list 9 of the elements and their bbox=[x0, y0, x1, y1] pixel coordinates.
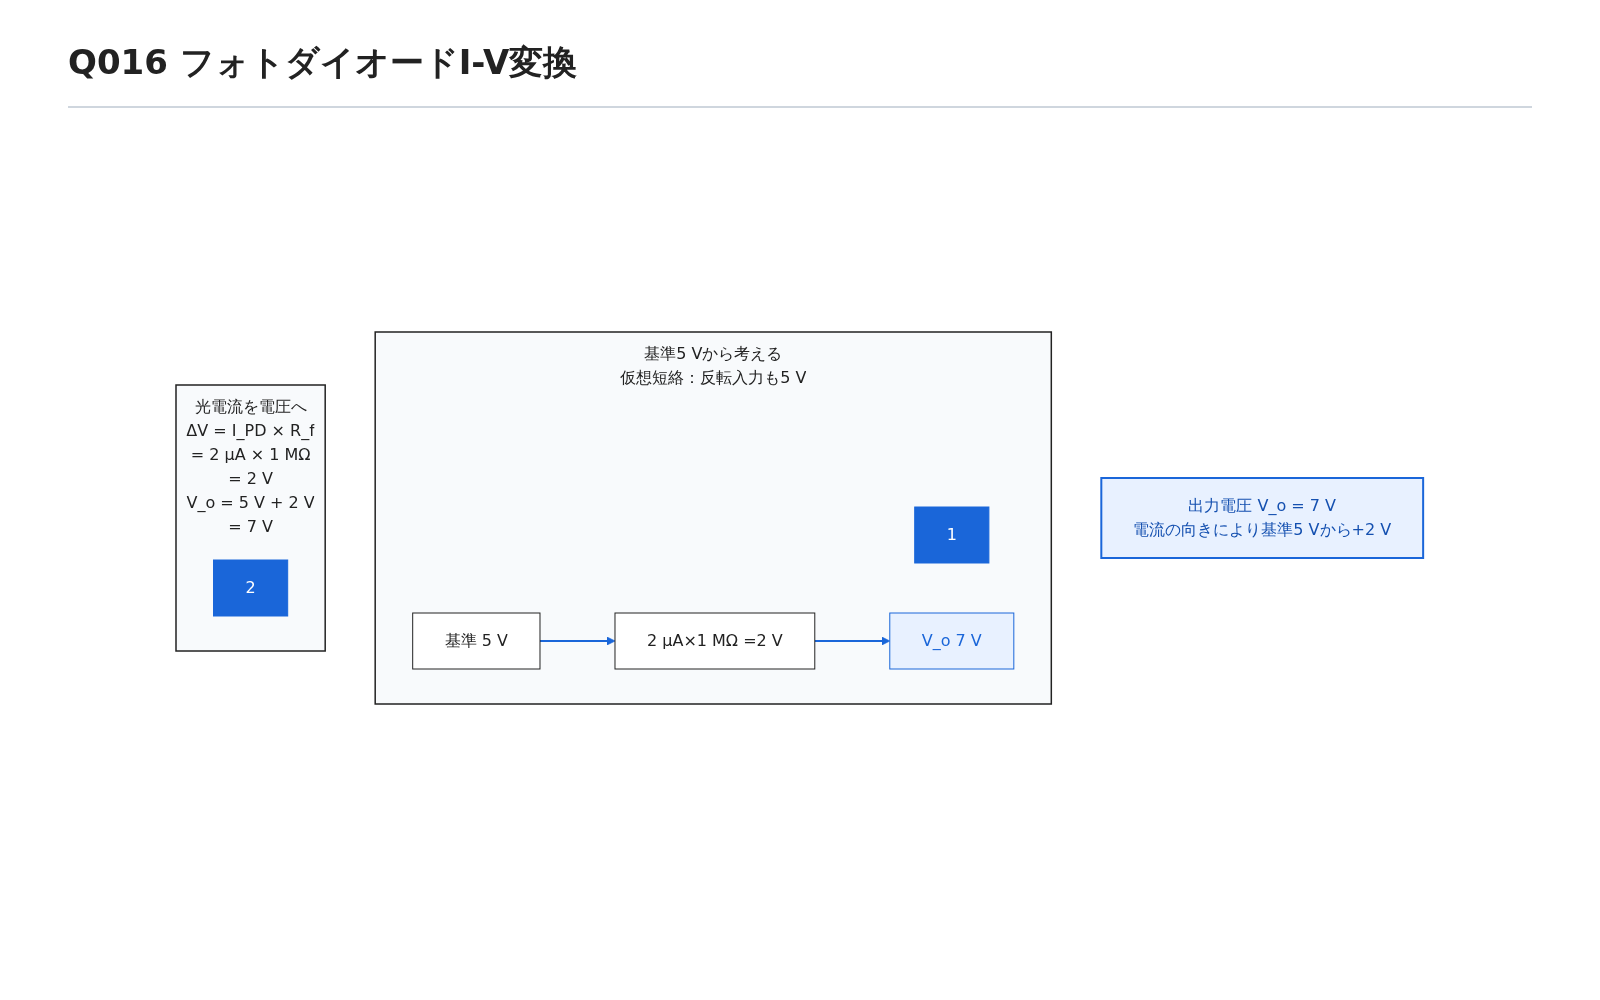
node-box: 1 bbox=[914, 506, 990, 564]
node-box: 出力電圧 V_o = 7 V 電流の向きにより基準5 Vから+2 V bbox=[1100, 477, 1425, 559]
arrow bbox=[539, 636, 616, 646]
node-box: 2 bbox=[213, 559, 289, 617]
node-box: V_o 7 V bbox=[889, 612, 1015, 670]
title: Q016 フォトダイオードI-V変換 bbox=[68, 40, 1532, 108]
arrow bbox=[814, 636, 891, 646]
node-box: 2 μA×1 MΩ =2 V bbox=[614, 612, 816, 670]
node-box: 基準 5 V bbox=[412, 612, 541, 670]
